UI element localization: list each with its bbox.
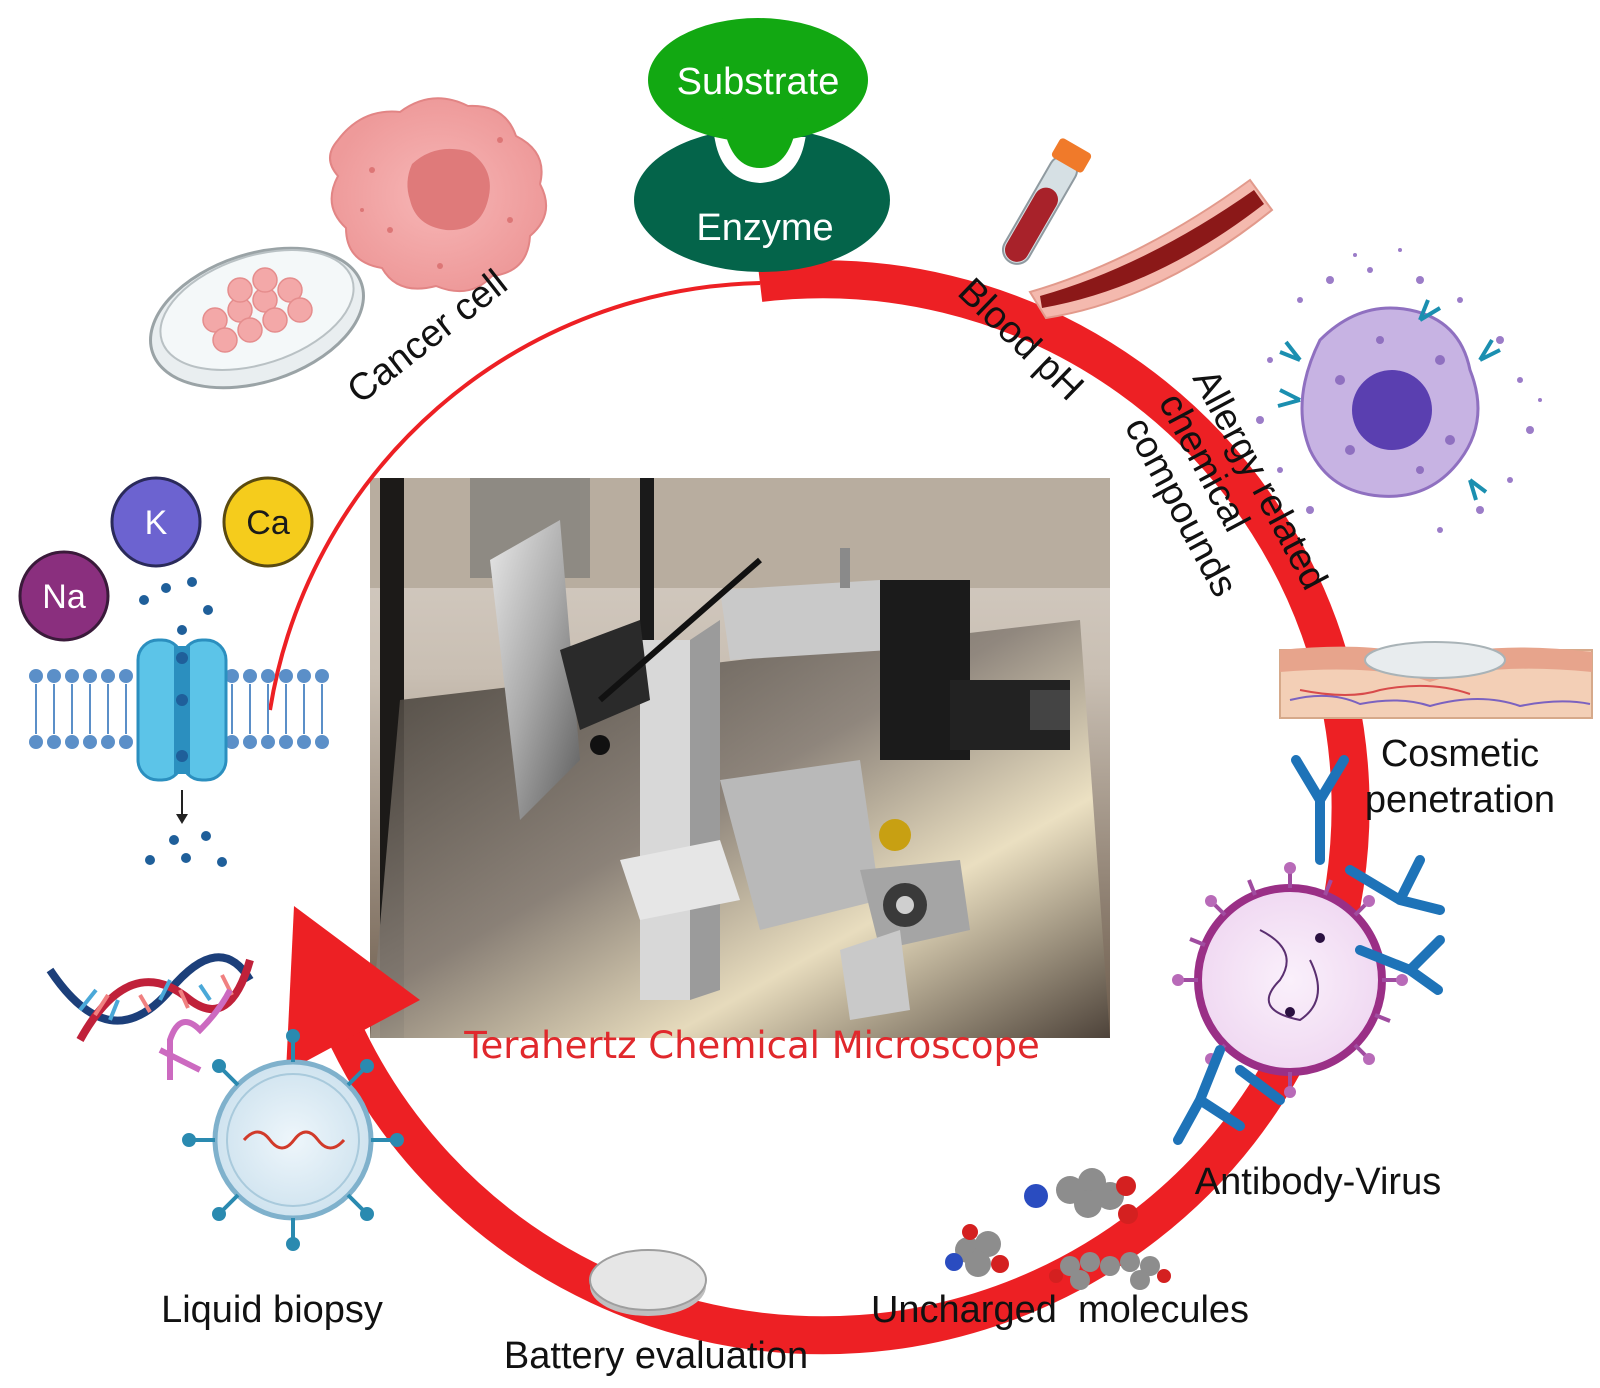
antibody-virus-label: Antibody-Virus <box>1195 1161 1441 1203</box>
potassium-label: K <box>145 504 168 542</box>
skin-layer-icon <box>1279 641 1593 719</box>
battery-evaluation-label: Battery evaluation <box>504 1335 808 1377</box>
cosmetic-label-line1: Cosmetic <box>1381 733 1539 775</box>
liquid-biopsy-label: Liquid biopsy <box>161 1289 383 1331</box>
sodium-label: Na <box>42 578 86 616</box>
center-caption: Terahertz Chemical Microscope <box>463 1024 1040 1067</box>
enzyme-label: Enzyme <box>696 207 833 249</box>
calcium-label: Ca <box>246 504 290 542</box>
cancer-cell-icon <box>329 97 548 293</box>
substrate-label: Substrate <box>677 61 840 103</box>
battery-disc-icon <box>589 1249 707 1316</box>
mast-cell-icon <box>1256 248 1542 533</box>
uncharged-molecules-label: Uncharged molecules <box>871 1289 1249 1331</box>
enzyme-substrate-icon <box>634 18 890 272</box>
antibody-icon <box>1173 755 1445 1145</box>
molecule-icon <box>945 1168 1171 1290</box>
exosome-icon <box>182 1029 404 1251</box>
aptamer-icon <box>158 988 233 1080</box>
dna-icon <box>46 953 254 1042</box>
virus-icon <box>1172 862 1408 1098</box>
microscope-photo-icon <box>370 478 1110 1038</box>
blood-vessel-icon <box>1028 178 1274 320</box>
sodium-ion-icon <box>18 550 110 642</box>
ion-channel-icon <box>29 577 329 867</box>
petri-dish-icon <box>149 246 365 390</box>
calcium-ion-icon <box>222 476 314 568</box>
blood-tube-icon <box>1002 138 1092 265</box>
cosmetic-label-line2: penetration <box>1365 779 1555 821</box>
potassium-ion-icon <box>110 476 202 568</box>
